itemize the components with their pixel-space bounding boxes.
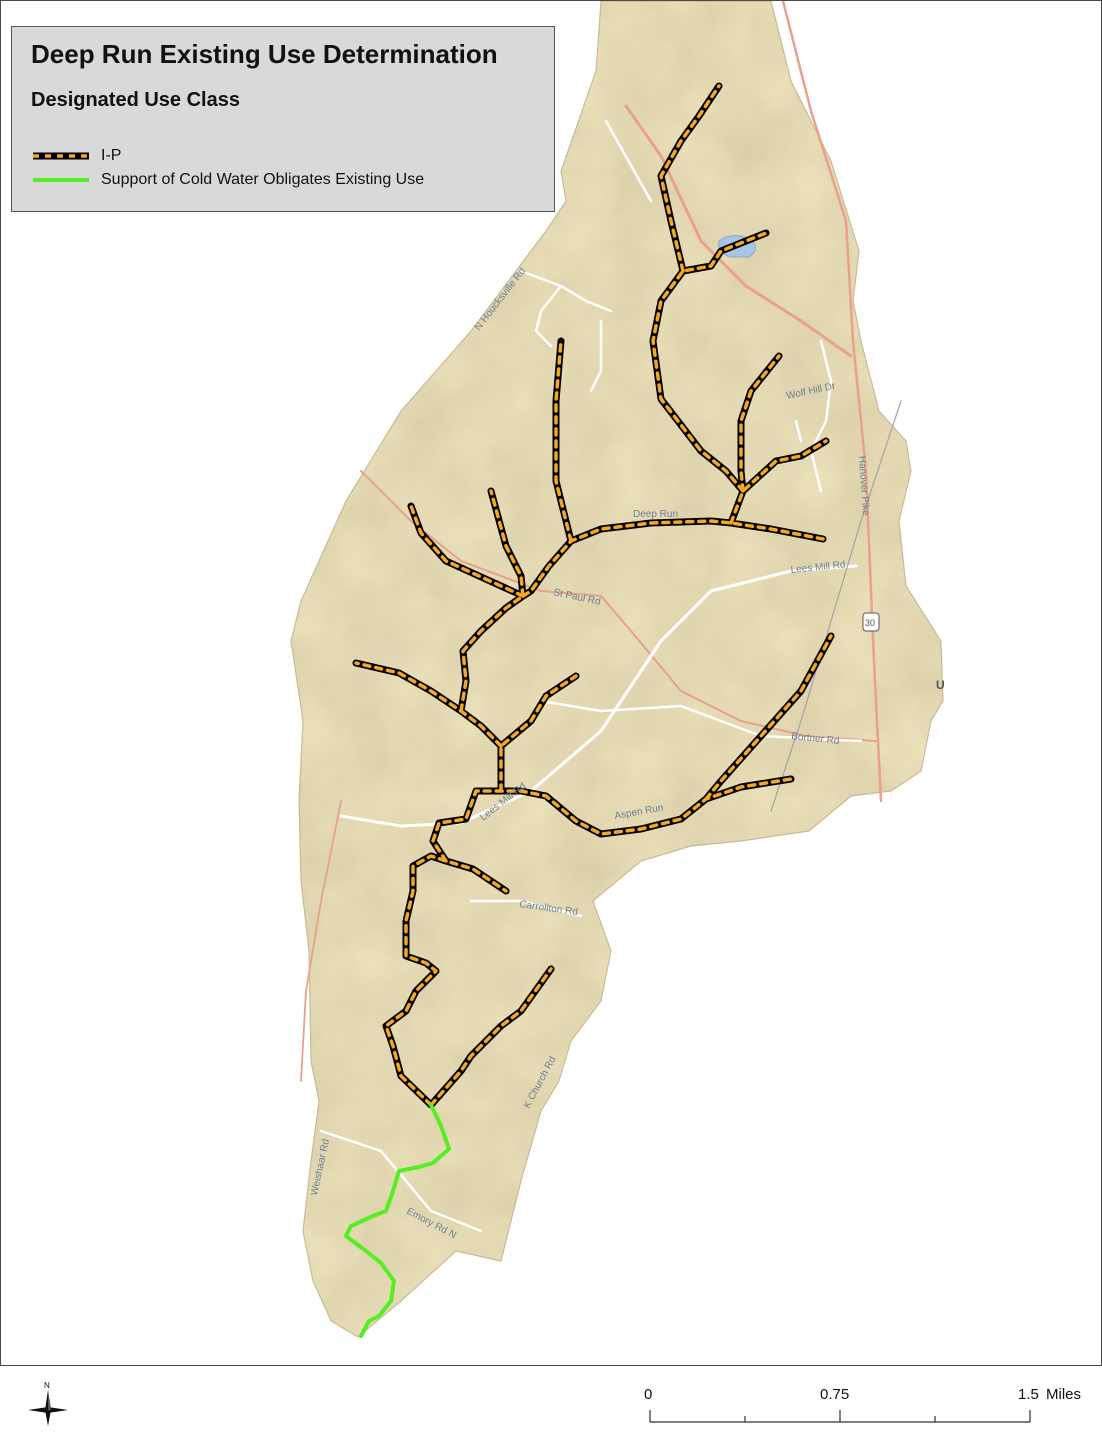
road-carrollton — [469, 899, 583, 918]
legend-item-ip: I-P — [31, 145, 121, 167]
road-north-cluster — [519, 119, 653, 393]
north-arrow-icon: N — [28, 1381, 68, 1426]
stream-network-ip — [352, 82, 835, 1109]
stream-ip-orange — [354, 84, 833, 1107]
route-30-label: 30 — [865, 618, 875, 628]
road-label-bortner: Bortner Rd — [791, 731, 840, 747]
scale-tick-0-75: 0.75 — [820, 1386, 850, 1403]
route-shield-30: 30 — [862, 612, 880, 632]
legend-label-ip: I-P — [101, 147, 122, 164]
road-left-edge — [300, 800, 342, 1082]
dashed-line-symbol-icon — [33, 152, 89, 160]
map-canvas[interactable]: N Houcksville Rd Wolf Hill Dr Hanover Pi… — [1, 1, 1101, 1365]
road-bortner — [539, 699, 863, 743]
hillshade-texture — [291, 1, 943, 1337]
roads-layer — [300, 1, 902, 1233]
road-emory — [319, 1129, 483, 1233]
legend-item-cold-water: Support of Cold Water Obligates Existing… — [31, 169, 424, 191]
scale-bar: 0 0.75 1.5 Miles — [630, 1378, 1100, 1428]
scale-unit: Miles — [1046, 1386, 1082, 1403]
edge-label-u: U — [936, 678, 945, 692]
scale-bar-ruler — [649, 1410, 1031, 1423]
road-st-paul — [360, 470, 877, 742]
legend: Deep Run Existing Use Determination Desi… — [11, 26, 555, 212]
railroad — [770, 400, 902, 812]
road-major-diagonal — [624, 104, 853, 358]
road-hanover-pike — [781, 1, 883, 803]
legend-title: Deep Run Existing Use Determination — [31, 39, 498, 69]
stream-cold-water — [344, 1103, 451, 1338]
map-frame: N Houcksville Rd Wolf Hill Dr Hanover Pi… — [0, 0, 1102, 1366]
road-label-deep-run: Deep Run — [633, 509, 678, 520]
scale-tick-1-5: 1.5 — [1018, 1386, 1039, 1403]
scale-tick-0: 0 — [644, 1386, 653, 1403]
green-line-symbol-icon — [33, 178, 89, 182]
legend-subtitle: Designated Use Class — [31, 89, 240, 111]
road-wolf-hill — [794, 339, 833, 493]
road-lees-mill — [339, 564, 858, 828]
legend-label-cold-water: Support of Cold Water Obligates Existing… — [101, 171, 425, 188]
north-label: N — [44, 1381, 50, 1390]
watershed-boundary — [290, 1, 944, 1338]
road-label-hanover-pike: Hanover Pike — [856, 455, 871, 516]
